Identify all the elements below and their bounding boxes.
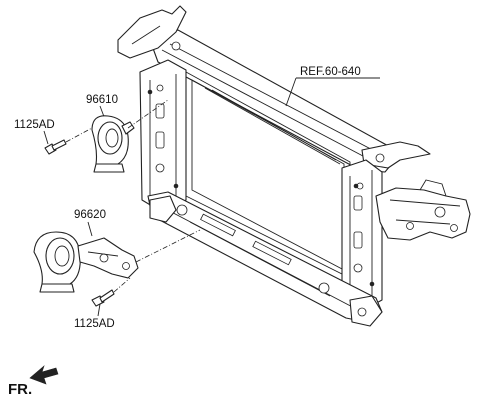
horn-upper-part-number: 96610 <box>86 94 118 106</box>
horn-lower: 96620 <box>33 209 139 293</box>
right-side-bracket <box>375 187 471 241</box>
leader-upper-1 <box>65 127 93 143</box>
front-label: FR. <box>8 381 32 398</box>
leader-upper-2 <box>127 99 169 129</box>
radiator-support-frame <box>117 5 471 327</box>
front-direction-indicator: FR. <box>8 365 59 398</box>
leader-lower-1 <box>113 277 131 293</box>
bolt-lower: 1125AD <box>74 289 115 330</box>
upper-left-bracket <box>117 5 187 59</box>
front-arrow-icon <box>29 365 59 385</box>
horn-lower-part-number: 96620 <box>74 209 106 221</box>
upper-cross-member <box>149 29 396 173</box>
ref-label: REF.60-640 <box>300 66 361 78</box>
bolt-upper-part-number: 1125AD <box>14 119 55 131</box>
bolt-upper: 1125AD <box>14 119 67 155</box>
bolt-lower-part-number: 1125AD <box>74 318 115 330</box>
reference-callout: REF.60-640 <box>285 66 380 107</box>
lower-left-foot <box>149 195 177 223</box>
horn-upper: 96610 <box>86 94 135 173</box>
leader-lower-2 <box>135 229 201 263</box>
